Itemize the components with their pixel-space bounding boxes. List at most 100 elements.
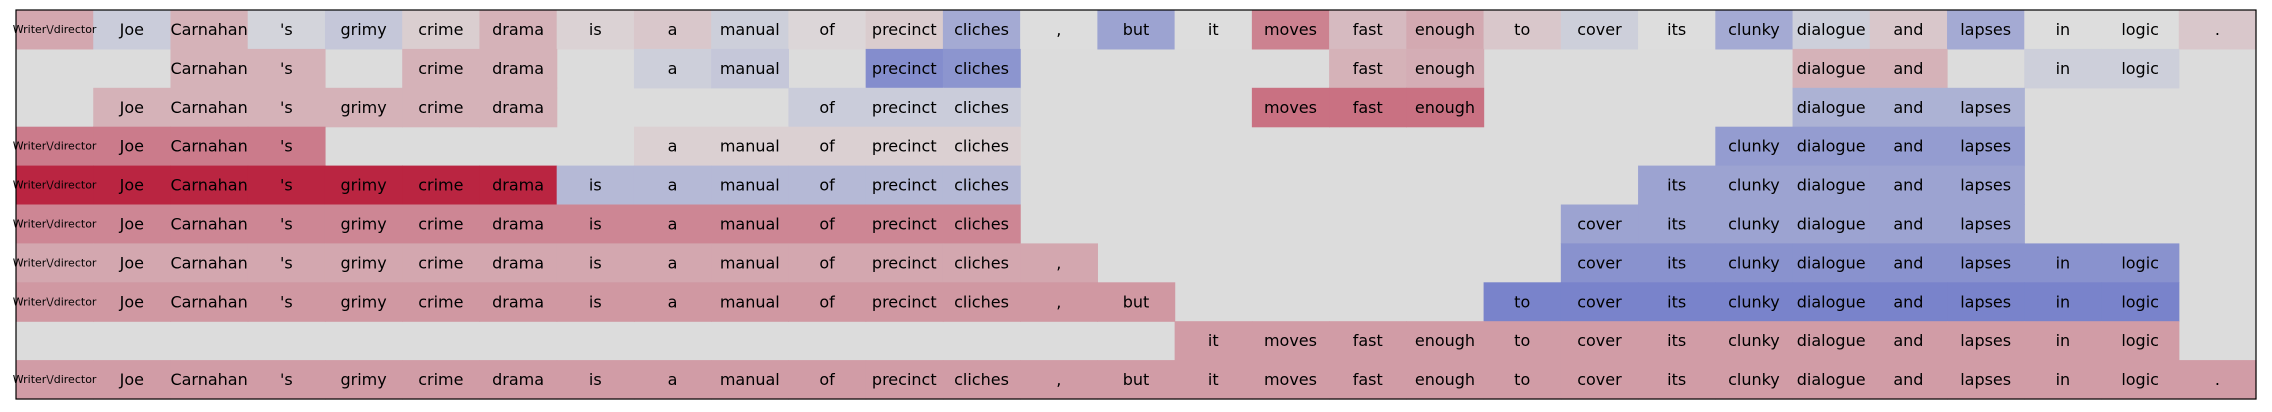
cell-token-label: enough <box>1415 59 1475 78</box>
cell-token-label: clunky <box>1728 253 1780 272</box>
heatmap-cell <box>865 48 944 89</box>
cell-token-label: Joe <box>119 20 144 39</box>
cell-token-label: Carnahan <box>170 137 247 156</box>
heatmap-cell <box>1715 165 1794 206</box>
cell-token-label: 's <box>280 137 293 156</box>
heatmap-cell <box>402 87 481 128</box>
cell-token-label: crime <box>418 176 463 195</box>
heatmap-cell <box>942 204 1021 244</box>
heatmap-cell <box>16 282 94 322</box>
cell-token-label: dialogue <box>1797 253 1866 272</box>
cell-token-label: clunky <box>1728 137 1780 156</box>
heatmap-cell <box>556 282 635 322</box>
cell-token-label: is <box>589 20 602 39</box>
heatmap-cell <box>711 282 790 322</box>
cell-token-label: logic <box>2121 370 2159 389</box>
cell-token-label: drama <box>492 370 544 389</box>
heatmap-cell <box>1174 10 1253 50</box>
cell-token-label: cliches <box>954 214 1009 233</box>
cell-token-label: dialogue <box>1797 214 1866 233</box>
cell-token-label: Joe <box>119 370 144 389</box>
heatmap-cell <box>1715 126 1794 167</box>
heatmap-cell <box>402 165 481 206</box>
heatmap-cell <box>942 282 1021 322</box>
heatmap-cell <box>1097 360 1176 400</box>
cell-token-label: dialogue <box>1797 370 1866 389</box>
cell-token-label: cliches <box>954 137 1009 156</box>
heatmap-cell <box>170 10 249 50</box>
heatmap-cell <box>2024 282 2103 322</box>
heatmap-cell <box>402 243 481 283</box>
cell-token-label: Carnahan <box>170 253 247 272</box>
cell-token-label: dialogue <box>1797 137 1866 156</box>
heatmap-cell <box>788 282 867 322</box>
cell-token-label: lapses <box>1960 253 2011 272</box>
heatmap-cell <box>1869 321 1948 361</box>
cell-token-label: and <box>1893 292 1923 311</box>
heatmap-cell <box>479 204 558 244</box>
cell-token-label: crime <box>418 292 463 311</box>
cell-token-label: cliches <box>954 253 1009 272</box>
cell-token-label: dialogue <box>1797 176 1866 195</box>
cell-token-label: logic <box>2121 253 2159 272</box>
heatmap-cell <box>1947 87 2025 128</box>
cell-token-label: Joe <box>119 176 144 195</box>
cell-token-label: clunky <box>1728 20 1780 39</box>
cell-token-label: cliches <box>954 20 1009 39</box>
heatmap-cell <box>1638 165 1716 206</box>
heatmap-cell <box>16 243 94 283</box>
heatmap-cell <box>1947 10 2025 50</box>
heatmap-cell <box>170 126 249 167</box>
heatmap-cell <box>942 48 1021 89</box>
cell-token-label: a <box>668 20 678 39</box>
cell-token-label: its <box>1667 176 1686 195</box>
cell-token-label: moves <box>1264 98 1317 117</box>
heatmap-cell <box>1792 204 1871 244</box>
cell-token-label: its <box>1667 370 1686 389</box>
cell-token-label: manual <box>720 20 780 39</box>
cell-token-label: clunky <box>1728 370 1780 389</box>
cell-token-label: in <box>2056 20 2071 39</box>
cell-token-label: dialogue <box>1797 98 1866 117</box>
heatmap-cell <box>2101 282 2180 322</box>
cell-token-label: its <box>1667 20 1686 39</box>
heatmap-cell <box>1947 321 2025 361</box>
cell-token-label: 's <box>280 98 293 117</box>
cell-token-label: and <box>1893 20 1923 39</box>
cell-token-label: to <box>1514 370 1530 389</box>
cell-token-label: 's <box>280 176 293 195</box>
cell-token-label: is <box>589 292 602 311</box>
heatmap-cell <box>2024 10 2103 50</box>
heatmap-cell <box>247 204 326 244</box>
cell-token-label: lapses <box>1960 370 2011 389</box>
cell-token-label: grimy <box>340 176 386 195</box>
heatmap-cell <box>1020 282 1098 322</box>
cell-token-label: a <box>668 253 678 272</box>
heatmap-cell <box>324 360 403 400</box>
cell-token-label: manual <box>720 176 780 195</box>
heatmap-cell <box>247 360 326 400</box>
cell-token-label: drama <box>492 292 544 311</box>
cell-token-label: fast <box>1353 59 1383 78</box>
heatmap-cell <box>1251 321 1330 361</box>
cell-token-label: crime <box>418 214 463 233</box>
cell-token-label: its <box>1667 331 1686 350</box>
cell-token-label: Writer\/director <box>13 23 97 36</box>
cell-token-label: Joe <box>119 214 144 233</box>
cell-token-label: is <box>589 370 602 389</box>
cell-token-label: drama <box>492 59 544 78</box>
cell-token-label: crime <box>418 20 463 39</box>
heatmap-cell <box>402 48 481 89</box>
heatmap-cell <box>1638 204 1716 244</box>
cell-token-label: lapses <box>1960 98 2011 117</box>
cell-token-label: manual <box>720 59 780 78</box>
heatmap-cell <box>1869 10 1948 50</box>
heatmap-cell <box>2101 321 2180 361</box>
heatmap-cell <box>633 243 712 283</box>
cell-token-label: and <box>1893 59 1923 78</box>
heatmap-cell <box>1020 360 1098 400</box>
heatmap-cell <box>1560 10 1639 50</box>
cell-token-label: , <box>1056 292 1061 311</box>
heatmap-cell <box>556 243 635 283</box>
